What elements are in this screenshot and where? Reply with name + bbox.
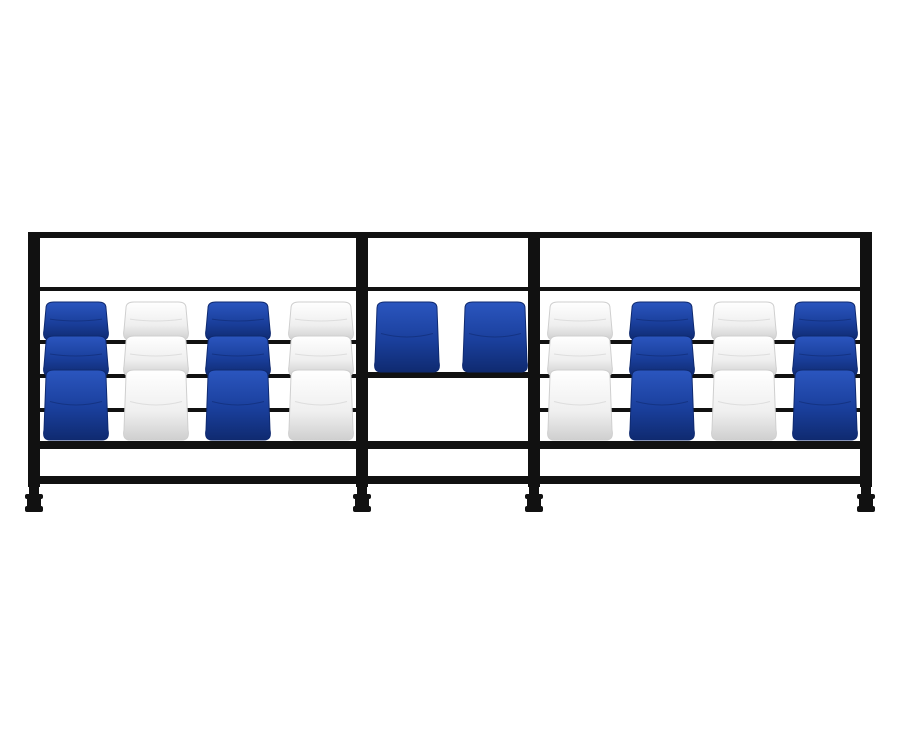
- seat-crease: [49, 353, 103, 357]
- foot-stem: [529, 484, 539, 496]
- seat-crease: [294, 318, 348, 322]
- seat-crease: [553, 318, 607, 322]
- left-section-seat-r1-c1: [43, 301, 109, 341]
- back-rail: [40, 287, 862, 291]
- seat-group: [43, 301, 858, 441]
- tier-beam-a-0: [30, 340, 360, 344]
- foot-threads: [355, 499, 369, 506]
- foot-stem: [357, 484, 367, 496]
- right-section-seat-r1-c2: [629, 301, 695, 341]
- foot-collar: [25, 494, 43, 499]
- right-section-seat-r3-c1: [547, 369, 613, 441]
- seat-crease: [294, 353, 348, 357]
- seat-crease: [717, 318, 771, 322]
- foot-collar: [525, 494, 543, 499]
- seat-crease: [380, 333, 434, 338]
- right-section-seat-r3-c3: [711, 369, 777, 441]
- tier-beam-c-0: [30, 408, 360, 412]
- seat-crease: [129, 401, 183, 406]
- foot-threads: [27, 499, 41, 506]
- seat-crease: [717, 353, 771, 357]
- left-section-seat-r1-c3: [205, 301, 271, 341]
- middle-section-seat-c1: [374, 301, 440, 373]
- bleacher-frame: [28, 232, 872, 487]
- tier-beam-b-0: [30, 374, 360, 378]
- left-section-seat-r3-c4: [288, 369, 354, 441]
- left-section-seat-r1-c2: [123, 301, 189, 341]
- seat-crease: [635, 401, 689, 406]
- foot-pad: [353, 506, 371, 512]
- left-section-seat-r3-c1: [43, 369, 109, 441]
- post-mid-right: [528, 232, 540, 487]
- seat-crease: [49, 318, 103, 322]
- left-section-seat-r2-c4: [288, 335, 354, 377]
- seat-crease: [294, 401, 348, 406]
- right-section-seat-r3-c4: [792, 369, 858, 441]
- right-section-seat-r2-c2: [629, 335, 695, 377]
- foot-pad: [525, 506, 543, 512]
- left-section-seat-r3-c3: [205, 369, 271, 441]
- post-mid-left: [356, 232, 368, 487]
- foot-collar: [353, 494, 371, 499]
- middle-step-rail: [364, 372, 534, 378]
- tier-beam-c-1: [540, 408, 870, 412]
- seat-crease: [798, 401, 852, 406]
- foot-stem: [29, 484, 39, 496]
- left-section-seat-r1-c4: [288, 301, 354, 341]
- seat-crease: [211, 353, 265, 357]
- support-foot-3: [525, 484, 543, 512]
- seat-crease: [798, 353, 852, 357]
- seat-crease: [129, 353, 183, 357]
- seat-crease: [553, 353, 607, 357]
- seat-crease: [553, 401, 607, 406]
- seat-crease: [798, 318, 852, 322]
- post-right: [860, 232, 872, 487]
- support-foot-4: [857, 484, 875, 512]
- foot-stem: [861, 484, 871, 496]
- left-section-seat-r3-c2: [123, 369, 189, 441]
- foot-pad: [25, 506, 43, 512]
- seat-crease: [129, 318, 183, 322]
- foot-pad: [857, 506, 875, 512]
- post-left: [28, 232, 40, 487]
- seat-crease: [468, 333, 522, 338]
- support-foot-1: [25, 484, 43, 512]
- support-foot-2: [353, 484, 371, 512]
- right-section-seat-r3-c2: [629, 369, 695, 441]
- seat-crease: [49, 401, 103, 406]
- foot-threads: [527, 499, 541, 506]
- right-section-seat-r1-c1: [547, 301, 613, 341]
- seat-crease: [635, 353, 689, 357]
- seat-crease: [635, 318, 689, 322]
- seat-crease: [211, 401, 265, 406]
- foot-collar: [857, 494, 875, 499]
- seat-crease: [717, 401, 771, 406]
- top-rail: [30, 232, 872, 238]
- tier-beam-b-1: [540, 374, 870, 378]
- seat-rail: [30, 441, 872, 449]
- tier-beam-a-1: [540, 340, 870, 344]
- foot-threads: [859, 499, 873, 506]
- left-section-seat-r2-c2: [123, 335, 189, 377]
- support-feet: [25, 484, 875, 512]
- seat-crease: [211, 318, 265, 322]
- middle-section-seat-c2: [462, 301, 528, 373]
- right-section-seat-r1-c3: [711, 301, 777, 341]
- base-rail: [30, 476, 872, 484]
- right-section-seat-r1-c4: [792, 301, 858, 341]
